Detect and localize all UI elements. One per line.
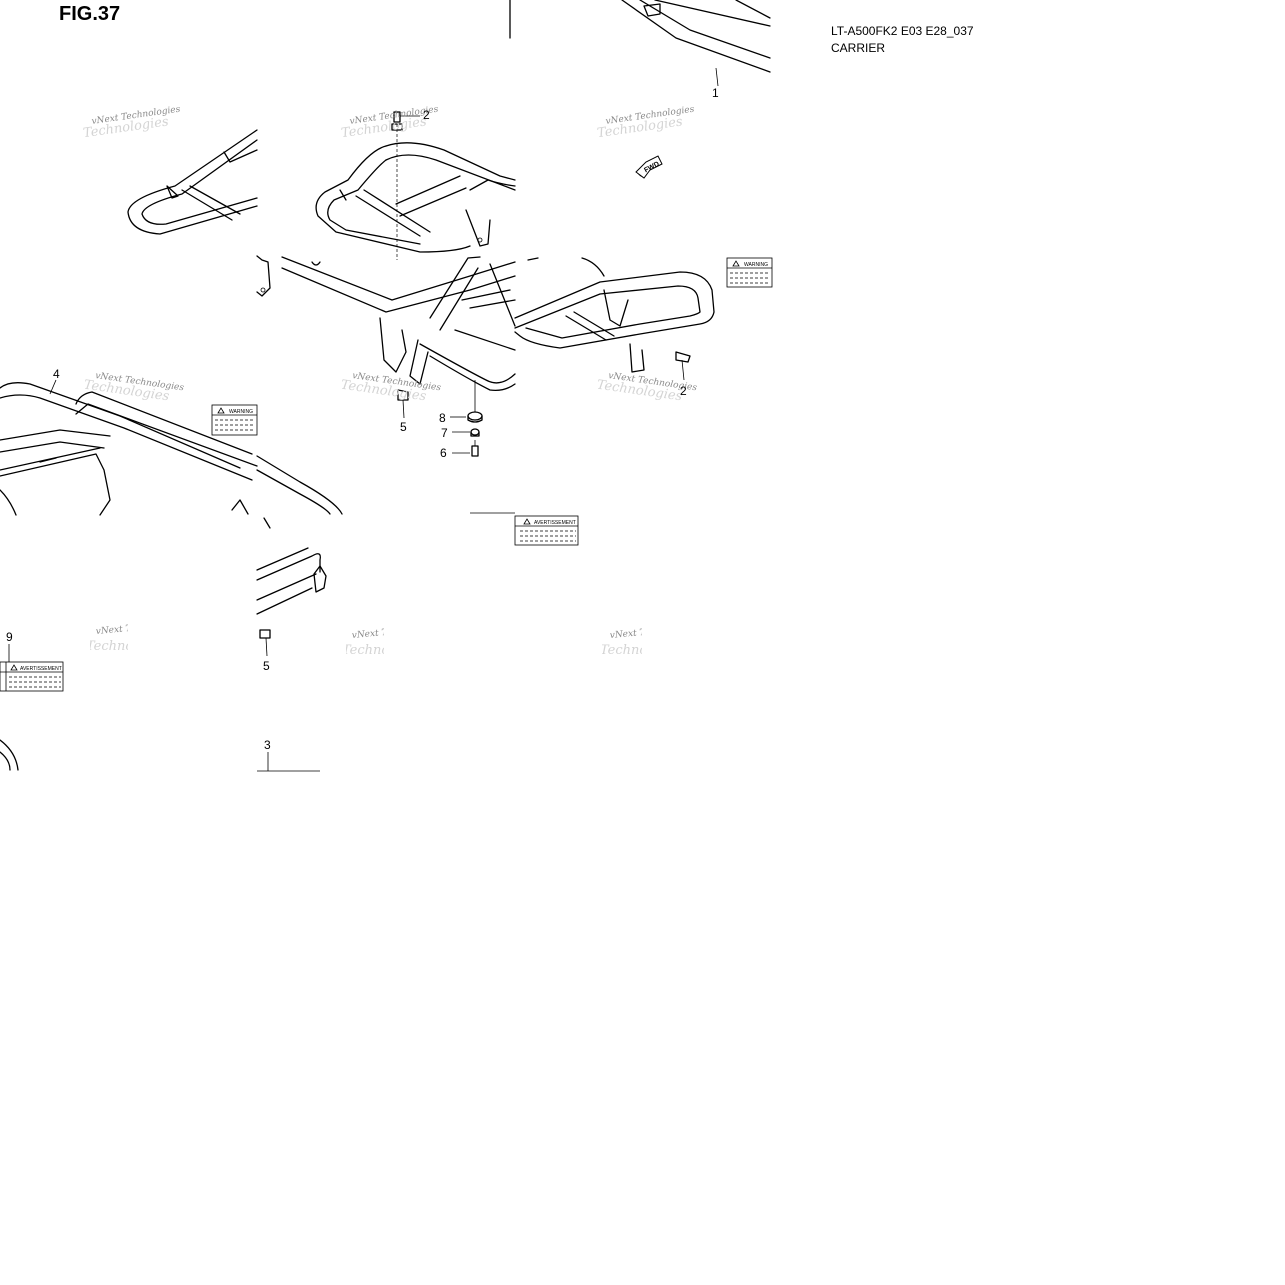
bolt-5-lower [259, 629, 271, 657]
callout-4: 4 [53, 367, 60, 381]
front-carrier-center-tile [315, 111, 516, 260]
avertissement-label-center: AVERTISSEMENT [514, 515, 579, 546]
callout-3: 3 [264, 738, 271, 752]
bottom-fragments [0, 739, 320, 772]
front-carrier-left-tile [127, 129, 271, 297]
frame-center-tile [281, 256, 516, 457]
warning-label-middle: WARNING [211, 404, 258, 436]
avertissement-label-text-center: AVERTISSEMENT [534, 520, 576, 526]
watermark-text: Technologies [342, 643, 428, 658]
callout-2-right: 2 [680, 384, 687, 398]
callout-7: 7 [441, 426, 448, 440]
callout-1: 1 [712, 86, 719, 100]
warning-label-text-upper: WARNING [744, 262, 768, 268]
rear-carrier-rail-top [509, 0, 771, 87]
watermark-text: vNext Technologies [95, 619, 185, 637]
warning-label-text-middle: WARNING [229, 409, 253, 415]
callout-8: 8 [439, 411, 446, 425]
callout-5-upper: 5 [400, 420, 407, 434]
callout-6: 6 [440, 446, 447, 460]
figure-label: FIG.37 [59, 3, 121, 25]
callout-9: 9 [6, 630, 13, 644]
callout-2-top: 2 [423, 108, 430, 122]
avertissement-label-left: AVERTISSEMENT [0, 644, 64, 692]
rear-carrier-right-tile [514, 257, 715, 381]
avertissement-label-text-left: AVERTISSEMENT [20, 666, 62, 672]
callouts: 1 2 2 3 4 5 5 6 7 8 9 [6, 86, 719, 752]
callout-5-lower: 5 [263, 659, 270, 673]
fwd-arrow: FWD [635, 155, 663, 179]
rear-carrier-center-tile [256, 455, 515, 615]
warning-label-upper: WARNING [726, 257, 773, 288]
watermark-text: Technologies [600, 643, 686, 658]
rear-carrier-left-tile [0, 379, 258, 516]
section-title: CARRIER [831, 41, 886, 55]
watermark-text: vNext Technologies [609, 623, 699, 641]
watermarks: vNext Technologies Technologies vNext Te… [82, 105, 699, 658]
watermark-text: Technologies [86, 639, 172, 654]
watermark-text: vNext Technologies [351, 623, 441, 641]
model-code: LT-A500FK2 E03 E28_037 [831, 24, 974, 38]
